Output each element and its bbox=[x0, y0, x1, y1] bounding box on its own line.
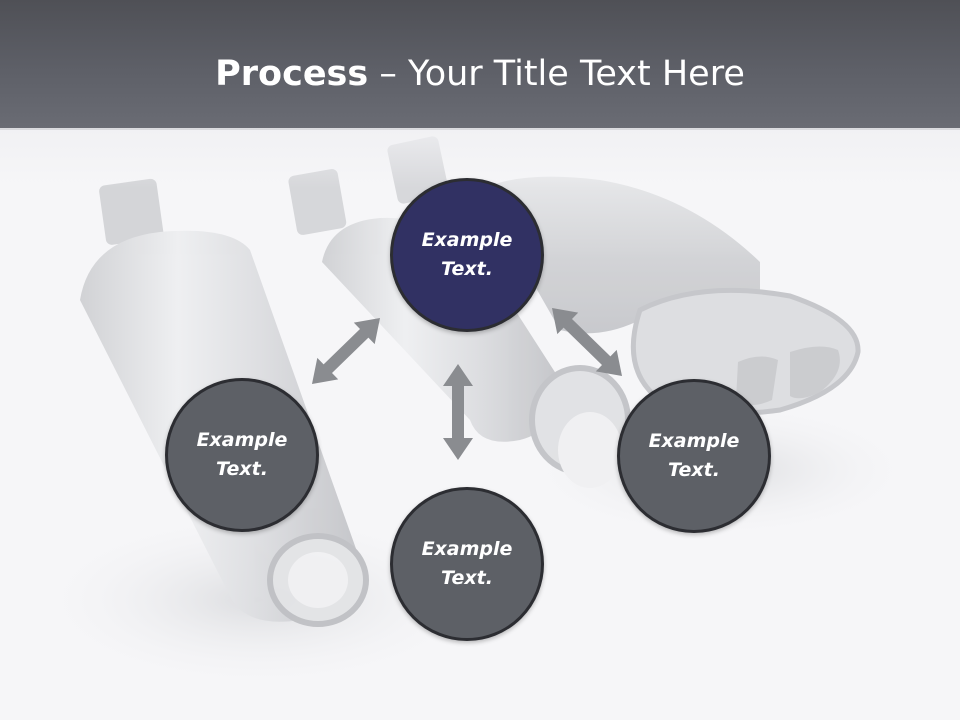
double-arrow-top-bottom bbox=[443, 364, 473, 460]
title-bar bbox=[0, 0, 960, 130]
double-arrow-top-left bbox=[312, 318, 380, 384]
title-bar-fade bbox=[0, 128, 960, 188]
title-bold: Process bbox=[215, 54, 369, 94]
double-arrow-top-right bbox=[552, 308, 622, 376]
slide-title: Process – Your Title Text Here bbox=[0, 52, 960, 96]
title-rest: – Your Title Text Here bbox=[368, 54, 745, 94]
